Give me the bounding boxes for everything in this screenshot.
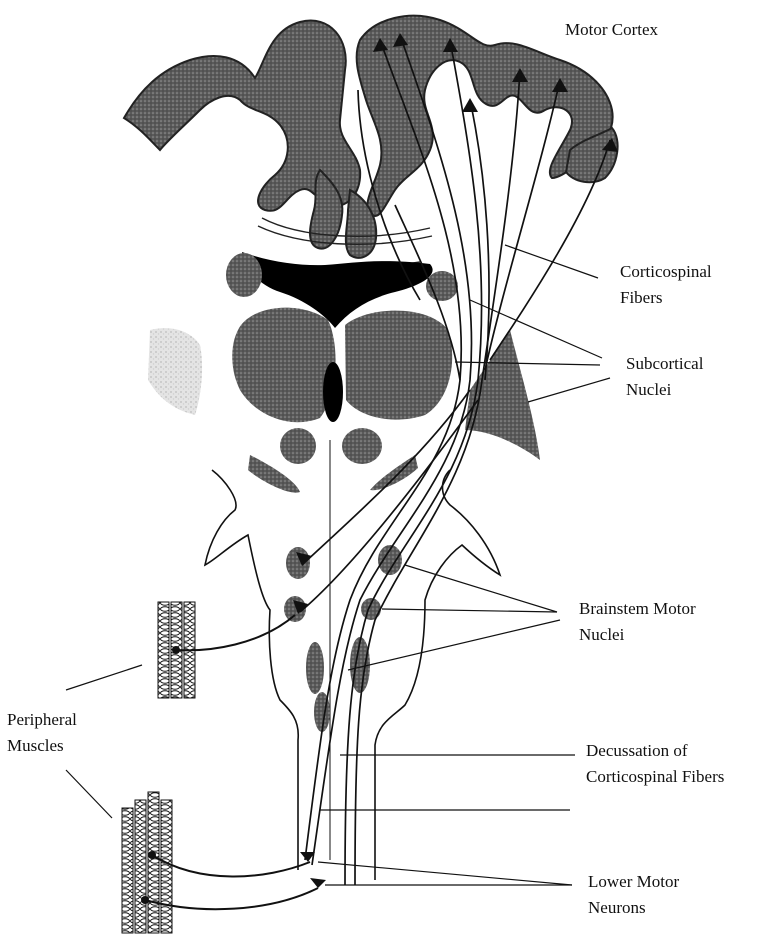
motor-cortex-gyri (124, 16, 618, 258)
label-lower-motor-neurons-line1: Lower Motor (588, 869, 679, 895)
label-peripheral-muscles-line1: Peripheral (7, 707, 77, 733)
label-corticospinal-fibers-line1: Corticospinal (620, 259, 712, 285)
label-corticospinal-fibers-line2: Fibers (620, 285, 663, 311)
label-motor-cortex: Motor Cortex (565, 17, 658, 43)
label-brainstem-motor-nuclei-line2: Nuclei (579, 622, 624, 648)
label-subcortical-nuclei-line2: Nuclei (626, 377, 671, 403)
brainstem-nuclei-shapes (284, 545, 402, 732)
label-decussation-line1: Decussation of (586, 738, 688, 764)
label-decussation-line2: Corticospinal Fibers (586, 764, 724, 790)
lower-muscle-bundle (122, 792, 318, 933)
label-peripheral-muscles-line2: Muscles (7, 733, 64, 759)
label-brainstem-motor-nuclei-line1: Brainstem Motor (579, 596, 696, 622)
label-lower-motor-neurons-line2: Neurons (588, 895, 646, 921)
label-subcortical-nuclei-line1: Subcortical (626, 351, 703, 377)
left-faint-region (148, 328, 202, 415)
label-leader-lines (66, 245, 610, 885)
